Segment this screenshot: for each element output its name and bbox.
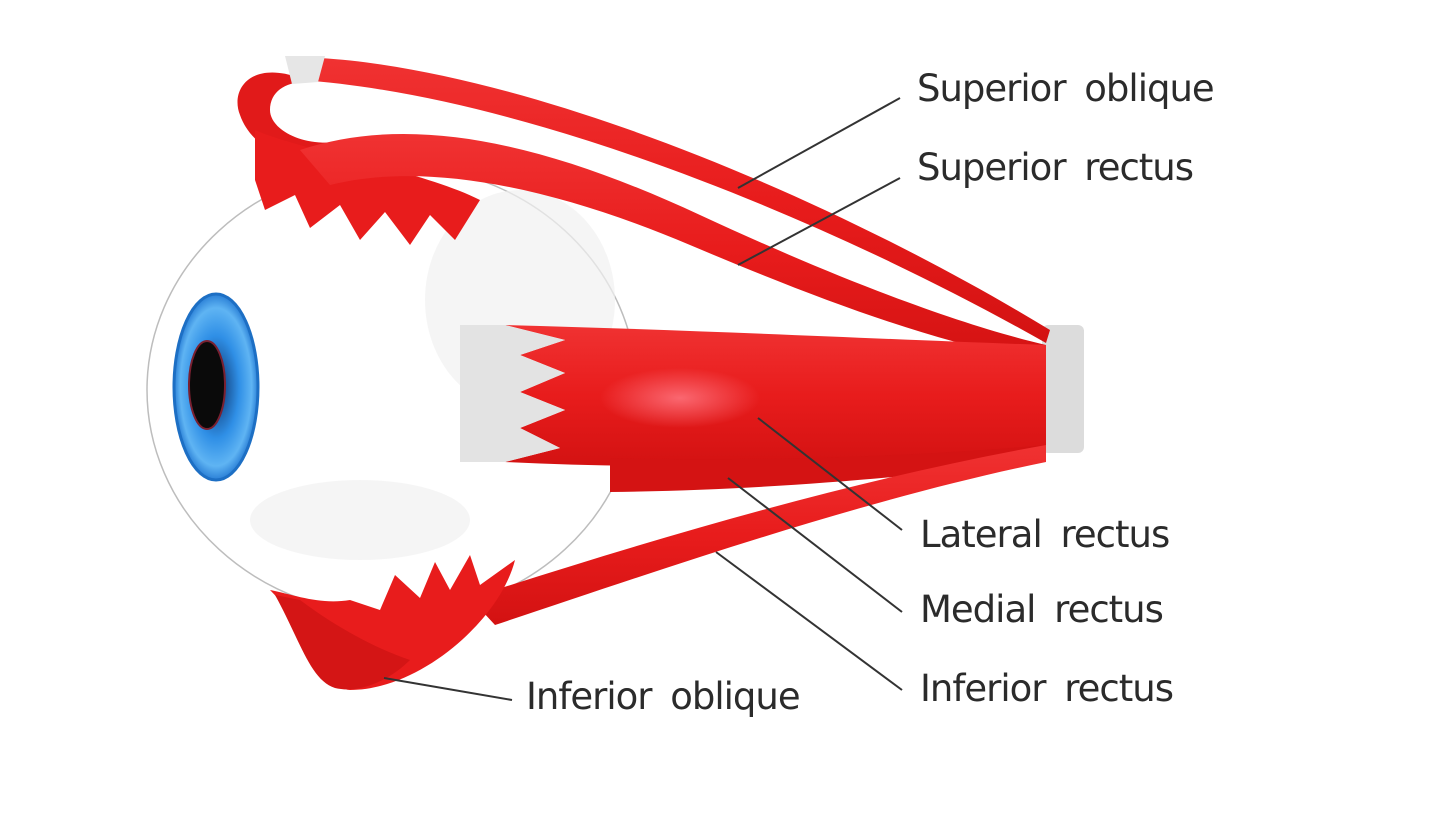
label-inferior-rectus: Inferior rectus	[920, 667, 1174, 710]
label-superior-oblique: Superior oblique	[917, 67, 1215, 110]
leader-superior-oblique	[737, 97, 901, 189]
leader-lines	[383, 97, 903, 701]
pupil	[188, 340, 226, 430]
label-medial-rectus: Medial rectus	[920, 588, 1164, 631]
label-inferior-oblique: Inferior oblique	[526, 675, 801, 718]
trochlea-tendon	[285, 56, 325, 84]
superior-oblique-muscle	[300, 58, 1050, 343]
label-lateral-rectus: Lateral rectus	[920, 513, 1170, 556]
inferior-oblique-belly	[275, 595, 410, 690]
leader-lateral-rectus	[757, 417, 903, 531]
label-superior-rectus: Superior rectus	[917, 146, 1194, 189]
superior-rectus-muscle	[300, 134, 1046, 362]
leader-inferior-rectus	[715, 551, 903, 691]
lateral-rectus-highlight	[600, 368, 760, 428]
lateral-rectus-muscle	[505, 325, 1046, 467]
eyeball-shading-lower	[250, 480, 470, 560]
leader-inferior-oblique	[383, 677, 513, 701]
leader-superior-rectus	[737, 177, 901, 266]
annulus-tendon	[1042, 325, 1084, 453]
lateral-rectus-tendon	[460, 325, 565, 462]
leader-medial-rectus	[727, 477, 903, 613]
iris-rim	[172, 292, 260, 482]
medial-rectus-muscle	[610, 445, 1046, 492]
inferior-rectus-muscle	[470, 445, 1046, 625]
